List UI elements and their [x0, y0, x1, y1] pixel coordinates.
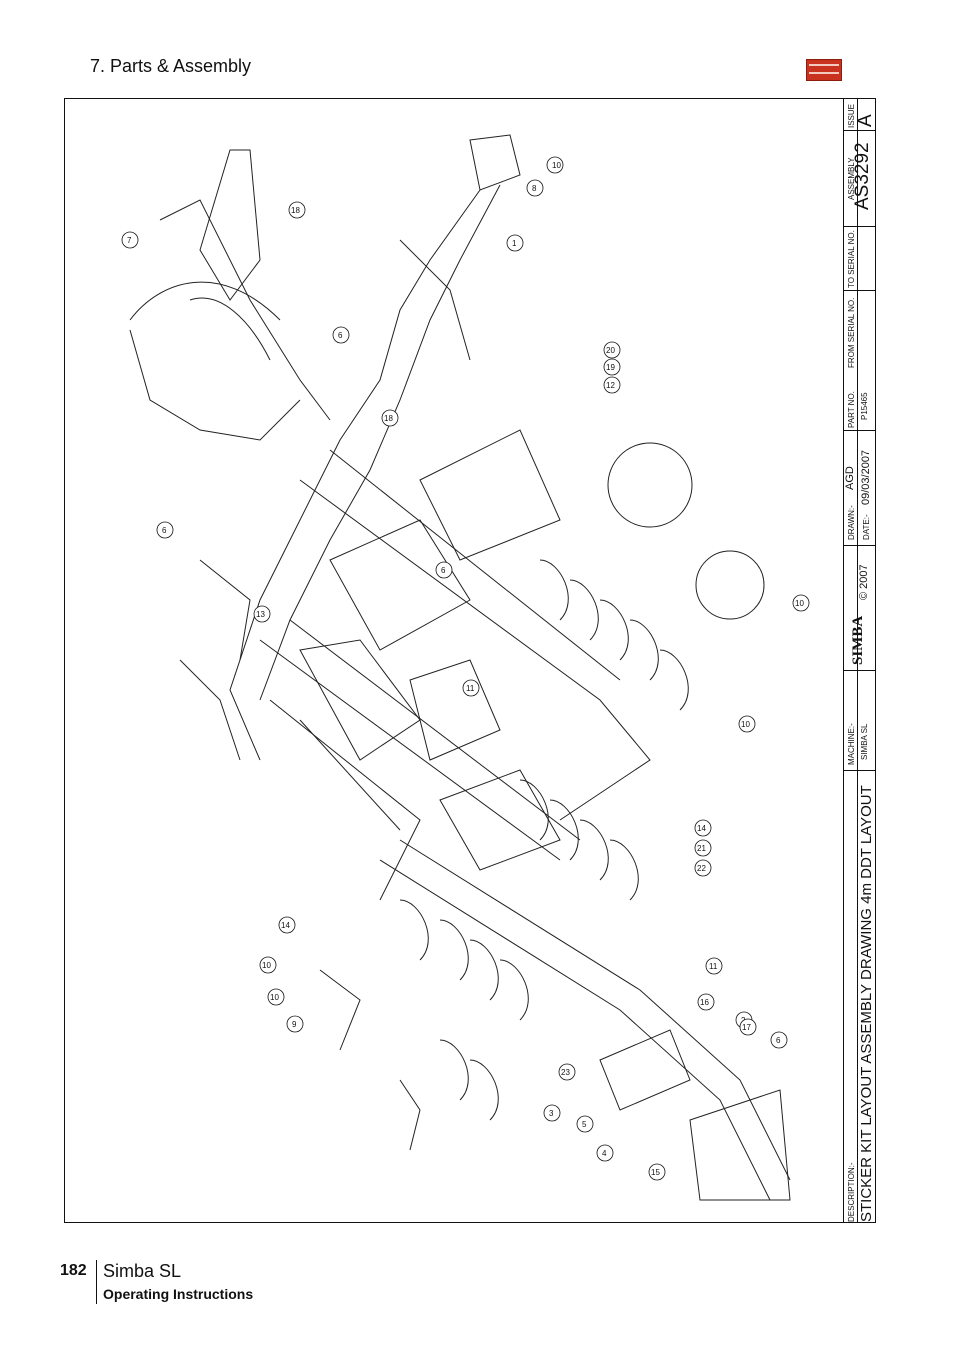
svg-text:10: 10: [270, 993, 279, 1002]
svg-text:18: 18: [384, 414, 393, 423]
callout-20: 20: [603, 341, 621, 359]
description-label: DESCRIPTION:-: [847, 1162, 856, 1222]
drawn-label: DRAWN:-: [847, 505, 856, 540]
svg-text:19: 19: [606, 363, 615, 372]
callout-10-d: 10: [259, 956, 277, 974]
svg-text:23: 23: [561, 1068, 570, 1077]
simba-brand: SIMBA: [850, 615, 866, 665]
svg-text:20: 20: [606, 346, 615, 355]
part-no-value: P15465: [860, 392, 869, 420]
title-block-rule: [843, 670, 876, 671]
issue-value: A: [855, 114, 876, 127]
svg-text:6: 6: [338, 331, 343, 340]
from-serial-label: FROM SERIAL NO.: [847, 297, 856, 368]
callout-21: 21: [694, 839, 712, 857]
svg-text:7: 7: [127, 236, 132, 245]
drawn-value: AGD: [844, 466, 856, 490]
svg-text:8: 8: [532, 184, 537, 193]
svg-text:10: 10: [795, 599, 804, 608]
callout-10-c: 10: [738, 715, 756, 733]
product-name: Simba SL: [103, 1261, 182, 1281]
svg-text:6: 6: [776, 1036, 781, 1045]
callout-1: 1: [506, 234, 524, 252]
svg-text:11: 11: [466, 684, 475, 693]
svg-text:15: 15: [651, 1168, 660, 1177]
title-block-divider: [857, 98, 858, 1223]
date-label: DATE:-: [862, 514, 871, 540]
svg-text:10: 10: [741, 720, 750, 729]
svg-text:14: 14: [281, 921, 290, 930]
simba-logo-icon: [806, 59, 842, 81]
callout-13: 13: [253, 605, 271, 623]
svg-text:11: 11: [709, 962, 718, 971]
title-block-rule: [843, 226, 876, 227]
part-no-label: PART NO.: [847, 391, 856, 428]
callout-14-b: 14: [278, 916, 296, 934]
drawing-frame: [64, 98, 876, 1223]
callout-18-a: 18: [288, 201, 306, 219]
title-block-divider: [843, 98, 844, 1223]
copyright: © 2007: [858, 564, 870, 600]
svg-text:17: 17: [742, 1023, 751, 1032]
callout-8: 8: [526, 179, 544, 197]
svg-text:5: 5: [582, 1120, 587, 1129]
svg-text:3: 3: [549, 1109, 554, 1118]
svg-text:12: 12: [606, 381, 615, 390]
callout-6-d: 6: [770, 1031, 788, 1049]
footer-divider: [96, 1260, 97, 1304]
svg-text:18: 18: [291, 206, 300, 215]
machine-value: SIMBA SL: [860, 723, 869, 760]
svg-text:14: 14: [697, 824, 706, 833]
svg-text:22: 22: [697, 864, 706, 873]
svg-text:10: 10: [552, 161, 561, 170]
callout-10-e: 10: [267, 988, 285, 1006]
title-block-rule: [843, 130, 876, 131]
document-type: Operating Instructions: [103, 1286, 254, 1302]
callout-14-a: 14: [694, 819, 712, 837]
callout-12: 12: [603, 376, 621, 394]
callout-9: 9: [286, 1015, 304, 1033]
callout-22: 22: [694, 859, 712, 877]
callout-10-b: 10: [792, 594, 810, 612]
title-block-rule: [843, 290, 876, 291]
svg-text:1: 1: [512, 239, 517, 248]
callout-16: 16: [697, 993, 715, 1011]
svg-text:16: 16: [700, 998, 709, 1007]
svg-text:10: 10: [262, 961, 271, 970]
title-block-rule: [843, 430, 876, 431]
title-block-rule: [843, 545, 876, 546]
callout-15: 15: [648, 1163, 666, 1181]
callout-18-b: 18: [381, 409, 399, 427]
svg-text:13: 13: [256, 610, 265, 619]
callout-7: 7: [121, 231, 139, 249]
section-title: 7. Parts & Assembly: [90, 56, 252, 76]
callout-17: 17: [739, 1018, 757, 1036]
callout-6-a: 6: [332, 326, 350, 344]
callout-6-c: 6: [435, 561, 453, 579]
svg-text:4: 4: [602, 1149, 607, 1158]
callout-19: 19: [603, 358, 621, 376]
assembly-number: AS3292: [852, 142, 873, 210]
callout-4: 4: [596, 1144, 614, 1162]
title-block-rule: [843, 770, 876, 771]
date-value: 09/03/2007: [860, 449, 872, 505]
callout-11-a: 11: [462, 679, 480, 697]
svg-text:9: 9: [292, 1020, 297, 1029]
machine-label: MACHINE:-: [847, 723, 856, 765]
svg-text:6: 6: [441, 566, 446, 575]
callout-11-b: 11: [705, 957, 723, 975]
to-serial-label: TO SERIAL NO.: [847, 230, 856, 288]
drawing-description: STICKER KIT LAYOUT ASSEMBLY DRAWING 4m D…: [858, 785, 875, 1222]
callout-10-a: 10: [546, 156, 564, 174]
callout-23: 23: [558, 1063, 576, 1081]
svg-text:21: 21: [697, 844, 706, 853]
callout-5: 5: [576, 1115, 594, 1133]
svg-text:6: 6: [162, 526, 167, 535]
callout-3: 3: [543, 1104, 561, 1122]
callout-6-b: 6: [156, 521, 174, 539]
page-number: 182: [60, 1262, 87, 1279]
